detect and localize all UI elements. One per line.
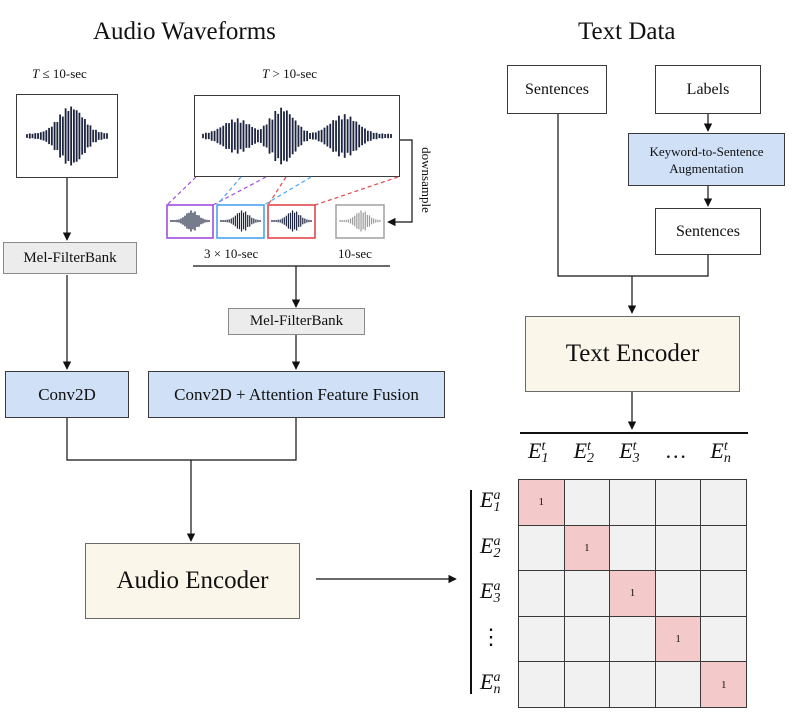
labels-box: Labels [655,65,761,114]
audio-encoder-block: Audio Encoder [85,543,300,619]
matrix-cell [563,615,611,663]
chunk3-box [267,204,316,239]
matrix-diagonal-cell: 1 [654,615,702,663]
long-waveform-box [194,95,400,177]
chunk3-projection-right [314,176,399,206]
merge-lines [66,418,297,461]
chunk3-projection-left [267,176,287,206]
matrix-cell [700,615,747,663]
matrix-cell [700,524,747,572]
matrix-cell [563,661,611,708]
sentence-merge-lines [557,114,709,277]
ten-sec-label: 10-sec [338,246,372,261]
matrix-cell [518,615,565,663]
audio-waveforms-title: Audio Waveforms [93,18,276,45]
chunk1-box [166,204,214,239]
matrix-cell [654,661,702,708]
matrix-cell [563,479,611,526]
downsampled-chunk-box [335,204,385,239]
matrix-cell [518,570,565,617]
matrix-cell [609,524,656,572]
chunk2-box [216,204,265,239]
long-waveform-icon [202,107,392,165]
downsample-label: downsample [418,147,434,213]
chunk2-projection-left [216,176,242,206]
keyword-augmentation-line1: Keyword-to-Sentence [649,143,764,159]
matrix-cell [518,524,565,572]
text-data-title: Text Data [578,18,676,45]
matrix-column-label: … [664,438,687,463]
matrix-cell [654,524,702,572]
matrix-cell [700,479,747,526]
mel-filterbank-left: Mel-FilterBank [3,242,137,274]
downsample-arrow [387,139,413,227]
short-waveform-box [16,94,118,178]
matrix-cell [700,570,747,617]
short-waveform-icon [26,106,108,166]
conv2d-fusion-block: Conv2D + Attention Feature Fusion [148,371,445,418]
chunk1-projection-left [166,176,197,206]
matrix-cell [654,570,702,617]
matrix-cell [609,479,656,526]
matrix-cell [518,661,565,708]
matrix-cell [563,570,611,617]
mel-filterbank-right: Mel-FilterBank [228,308,365,335]
keyword-augmentation-line2: Augmentation [669,160,744,176]
matrix-cell [609,661,656,708]
text-encoder-block: Text Encoder [525,316,740,392]
matrix-diagonal-cell: 1 [518,479,565,526]
sentences-box-top: Sentences [507,65,607,114]
matrix-diagonal-cell: 1 [700,661,747,708]
keyword-augmentation-block: Keyword-to-Sentence Augmentation [628,133,785,186]
matrix-cell [654,479,702,526]
chunk1-projection-right [212,176,267,206]
sentences-box-mid: Sentences [655,208,761,255]
short-waveform-label: T ≤ 10-sec [32,66,87,81]
matrix-diagonal-cell: 1 [563,524,611,572]
matrix-diagonal-cell: 1 [609,570,656,617]
long-waveform-label: T > 10-sec [262,66,318,81]
three-chunk-label: 3 × 10-sec [204,246,259,261]
matrix-row-label: ⋮ [480,623,502,649]
matrix-cell [609,615,656,663]
chunk2-projection-right [263,176,312,206]
conv2d-block: Conv2D [5,371,129,418]
